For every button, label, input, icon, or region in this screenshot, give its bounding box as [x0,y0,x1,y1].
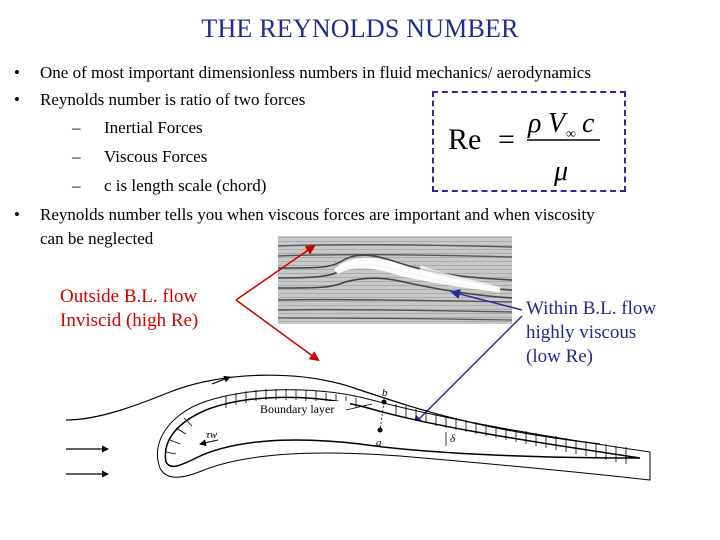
outside-bl-line1: Outside B.L. flow [60,286,198,307]
flow-photo [277,236,513,324]
bullet-marker: • [14,205,20,224]
tau-w-label: τw [206,429,218,441]
reynolds-formula-box [432,91,626,192]
bullet-1: One of most important dimensionless numb… [40,63,591,82]
sub-bullet-marker: – [72,176,81,195]
outside-bl-label: Outside B.L. flow Inviscid (high Re) [60,285,198,333]
formula-equals: = [498,123,515,156]
within-bl-line1: Within B.L. flow [526,298,657,319]
within-bl-line3: (low Re) [526,346,594,367]
formula-c: c [582,108,595,139]
point-b-label: b [382,387,388,399]
delta-label: δ [450,433,456,445]
airfoil-diagram [65,374,651,481]
sub-bullet-marker: – [72,118,81,137]
formula-v: V [548,108,568,139]
within-bl-line2: highly viscous [526,322,637,343]
formula-mu: μ [553,156,568,187]
sub-bullet-1: Inertial Forces [104,118,203,137]
bullet-marker: • [14,90,20,109]
sub-bullet-3: c is length scale (chord) [104,176,267,195]
within-bl-label: Within B.L. flow highly viscous (low Re) [526,297,656,369]
boundary-layer-label: Boundary layer [260,402,334,416]
bullet-3: Reynolds number tells you when viscous f… [40,205,595,224]
within-arrow-to-diagram [412,315,523,426]
outside-bl-line2: Inviscid (high Re) [60,310,199,331]
formula-infinity: ∞ [566,127,576,142]
bullet-2: Reynolds number is ratio of two forces [40,90,306,109]
formula-re: Re [448,123,481,156]
bullet-marker: • [14,63,20,82]
slide-title: THE REYNOLDS NUMBER [201,14,519,43]
point-a-label: a [376,437,382,449]
bullet-3-continuation: can be neglected [40,229,154,248]
sub-bullet-2: Viscous Forces [104,147,208,166]
within-arrow-to-photo [450,289,523,311]
sub-bullet-marker: – [72,147,81,166]
outside-arrow-to-photo [235,244,316,301]
formula-rho: ρ [527,108,541,139]
outside-arrow-to-diagram [235,299,320,362]
